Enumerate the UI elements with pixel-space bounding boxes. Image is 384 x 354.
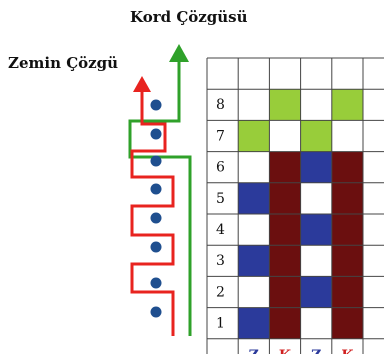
weft-dot — [150, 277, 162, 289]
cell-blue — [300, 214, 332, 246]
col-label-k: K — [341, 348, 354, 354]
cell-dark-red — [331, 245, 363, 277]
cell-dark-red — [269, 245, 301, 277]
row-label: 3 — [216, 253, 225, 269]
cell-dark-red — [269, 276, 301, 308]
weft-dot — [150, 183, 162, 195]
weft-dot — [150, 306, 162, 318]
row-label: 4 — [216, 222, 225, 238]
row-label: 6 — [216, 160, 225, 176]
zemin-warp-path — [130, 92, 175, 336]
cell-dark-red — [331, 214, 363, 246]
weft-dot — [150, 99, 162, 111]
weft-dot — [150, 155, 162, 167]
cell-blue — [238, 245, 270, 277]
cell-dark-red — [269, 182, 301, 214]
weft-dot — [150, 241, 162, 253]
col-label-k: K — [279, 348, 292, 354]
row-label: 5 — [216, 191, 225, 207]
weft-dot — [150, 128, 162, 140]
cell-blue — [300, 151, 332, 183]
cell-green — [300, 120, 332, 152]
cell-dark-red — [331, 276, 363, 308]
col-label-z: Z — [249, 348, 259, 354]
row-label: 2 — [216, 284, 225, 300]
row-label: 7 — [216, 128, 225, 144]
weave-grid: 8 7 6 5 4 3 2 1Z K Z K — [206, 57, 384, 354]
kord-arrow-head — [169, 44, 189, 62]
cell-green — [331, 89, 363, 121]
cell-dark-red — [269, 214, 301, 246]
kord-warp-path — [128, 62, 192, 336]
cell-green — [269, 89, 301, 121]
cell-blue — [300, 276, 332, 308]
row-label: 8 — [216, 97, 225, 113]
cell-dark-red — [331, 307, 363, 339]
zemin-cozgu-label: Zemin Çözgü — [8, 54, 119, 72]
col-label-z: Z — [311, 348, 321, 354]
cell-blue — [238, 182, 270, 214]
cell-blue — [238, 307, 270, 339]
cell-dark-red — [269, 307, 301, 339]
cell-dark-red — [331, 182, 363, 214]
weft-dot — [150, 212, 162, 224]
kord-cozgusu-label: Kord Çözgüsü — [130, 8, 248, 26]
warp-paths — [128, 44, 192, 336]
cell-dark-red — [269, 151, 301, 183]
zemin-arrow-head — [133, 76, 151, 92]
cell-green — [238, 120, 270, 152]
cell-dark-red — [331, 151, 363, 183]
row-label: 1 — [216, 316, 225, 332]
